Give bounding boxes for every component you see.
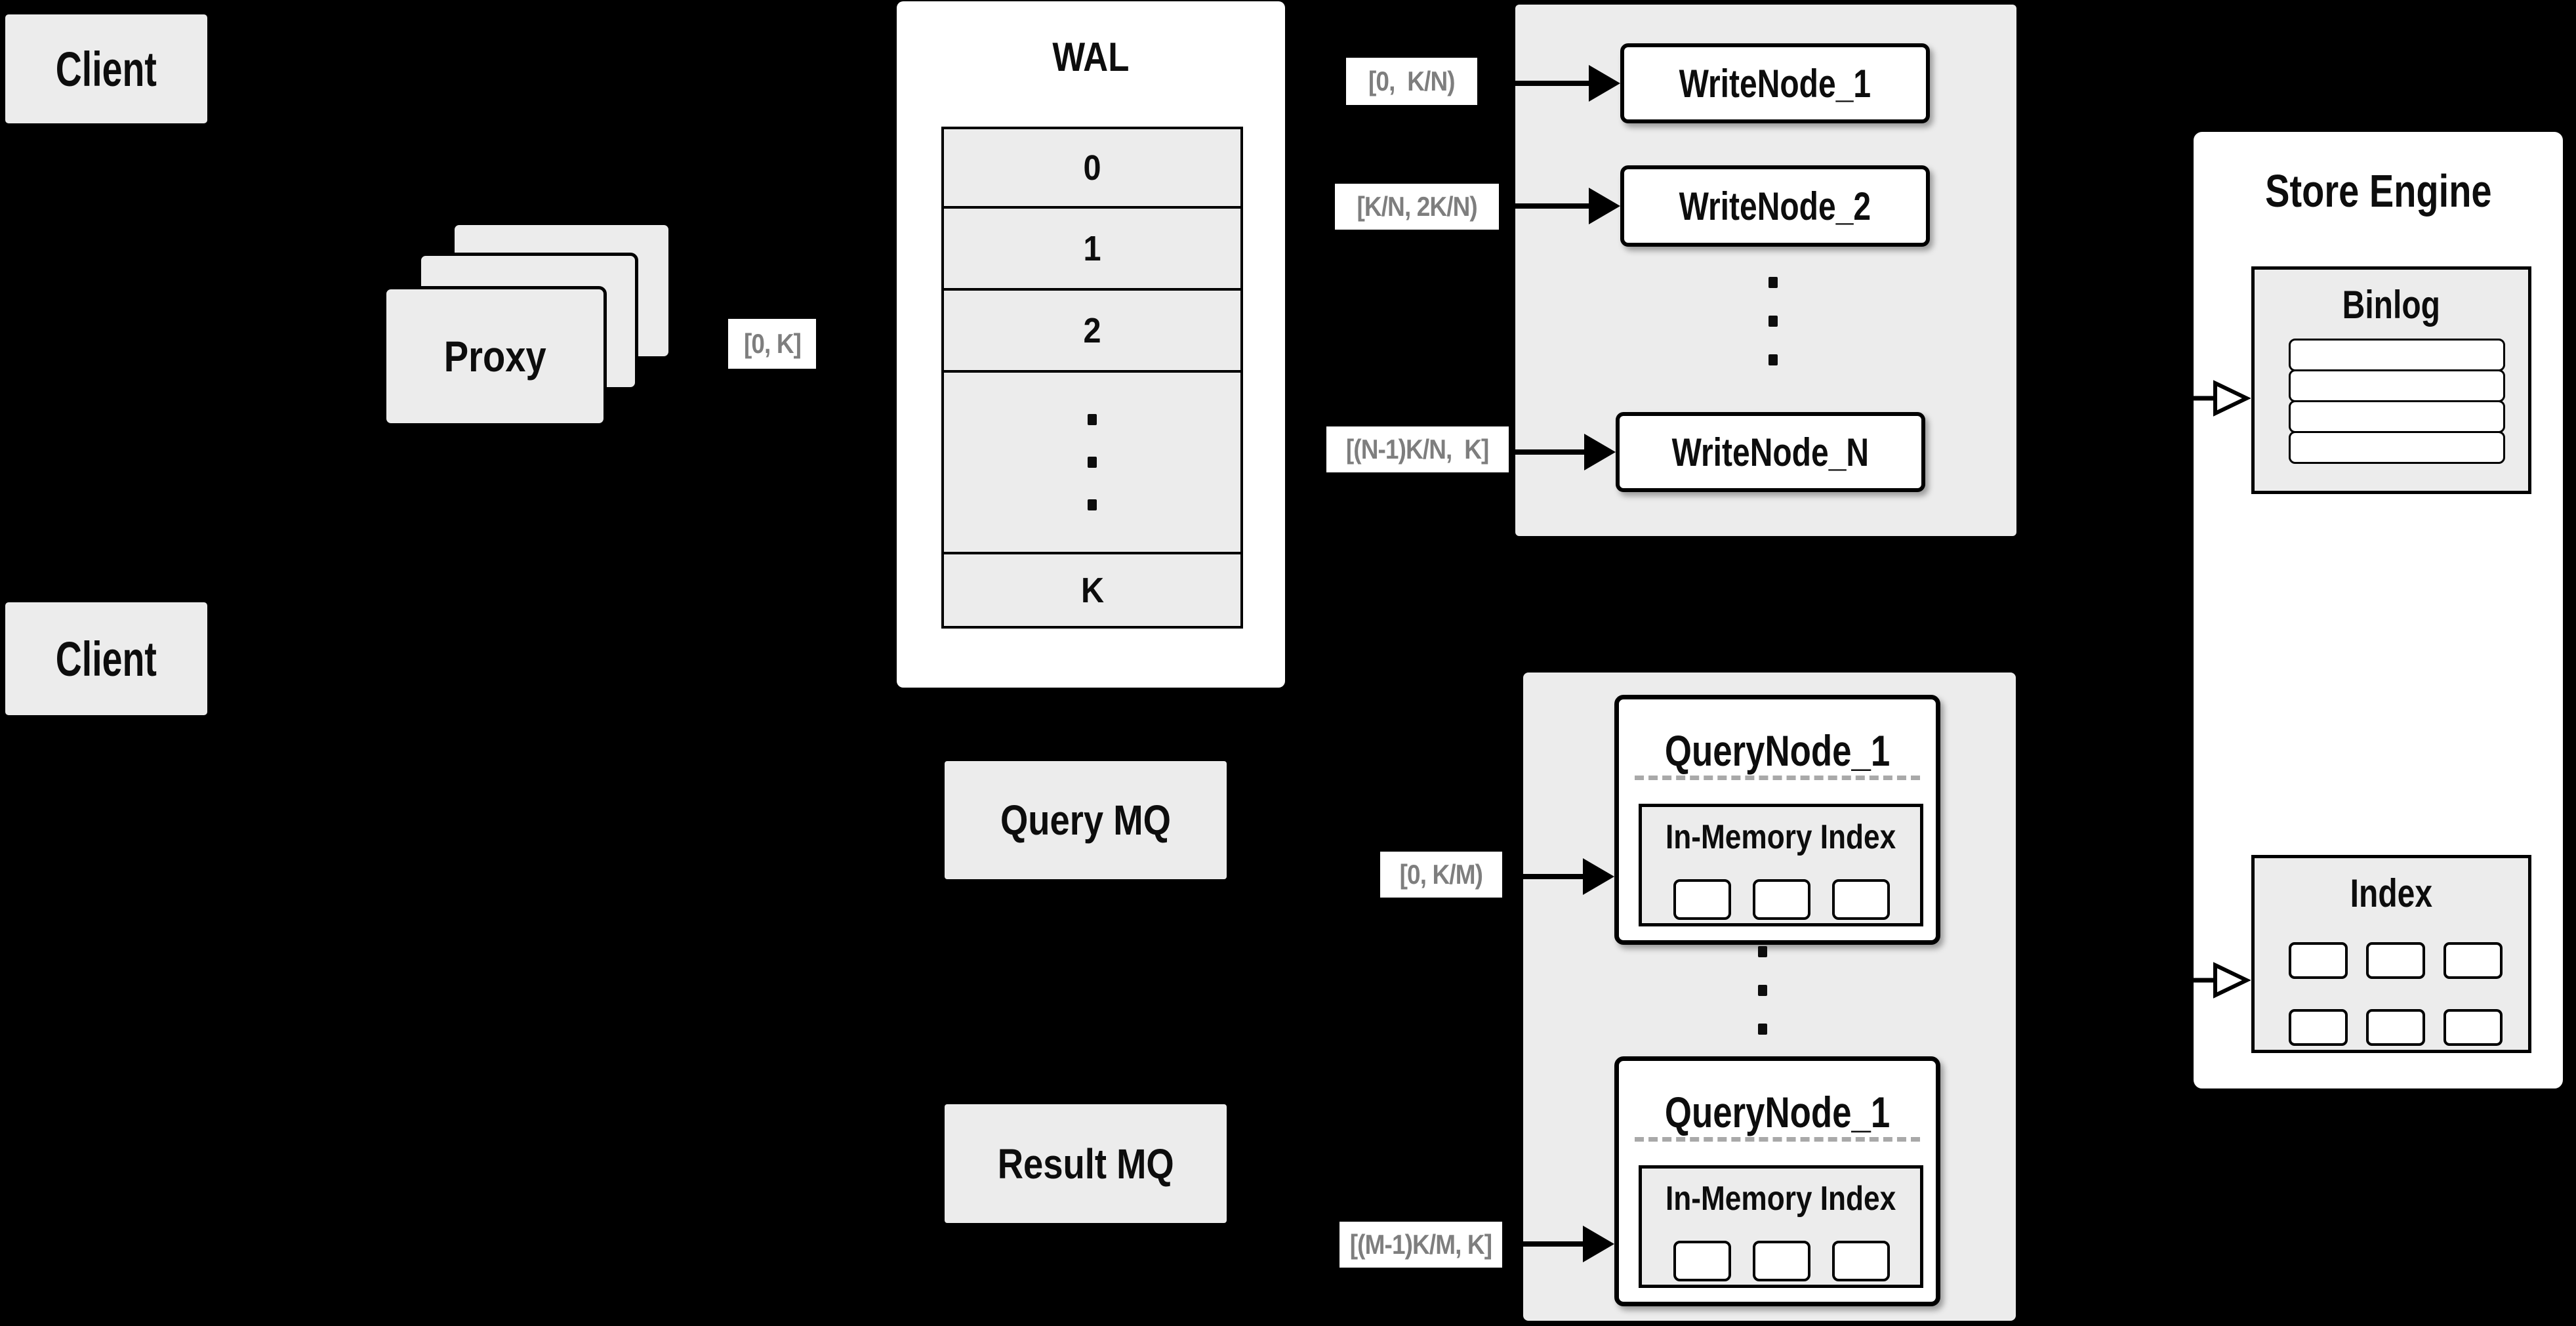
write-node-2: WriteNode_2 bbox=[1620, 165, 1930, 247]
index-title: Index bbox=[2350, 871, 2433, 915]
dashed-divider bbox=[1635, 776, 1920, 780]
in-memory-index-box: In-Memory Index bbox=[1639, 804, 1923, 926]
index-cell bbox=[2443, 1009, 2503, 1046]
range-chip-write-2-label: [K/N, 2K/N) bbox=[1357, 191, 1477, 222]
client-box-bottom: Client bbox=[5, 602, 207, 715]
range-chip-proxy-label: [0, K] bbox=[743, 328, 801, 359]
segment-cells bbox=[1673, 879, 1890, 920]
store-engine-title: Store Engine bbox=[2264, 165, 2492, 217]
binlog-box: Binlog bbox=[2251, 266, 2531, 494]
segment-cell bbox=[1673, 1241, 1731, 1281]
proxy-card-front: Proxy bbox=[383, 286, 607, 426]
client-box-top: Client bbox=[5, 14, 207, 123]
index-cell-row bbox=[2289, 1009, 2503, 1046]
arrow-right-icon-query-1 bbox=[1502, 858, 1614, 895]
wal-slot-0-label: 0 bbox=[1083, 148, 1101, 188]
segment-cell bbox=[1753, 879, 1810, 920]
result-mq-box: Result MQ bbox=[945, 1104, 1227, 1223]
query-mq-box: Query MQ bbox=[945, 761, 1227, 879]
range-chip-write-n-label: [(N-1)K/N, K] bbox=[1346, 434, 1490, 465]
segment-cell bbox=[1673, 879, 1731, 920]
wal-slot-row-0: 0 bbox=[941, 127, 1243, 209]
index-title-row: Index bbox=[2255, 863, 2528, 922]
in-memory-index-title: In-Memory Index bbox=[1666, 1180, 1896, 1218]
segment-cells bbox=[1673, 1241, 1890, 1281]
write-node-1-label: WriteNode_1 bbox=[1679, 61, 1871, 106]
query-mq-label: Query MQ bbox=[1000, 797, 1171, 844]
range-chip-proxy: [0, K] bbox=[728, 319, 816, 369]
query-node-2: QueryNode_1 In-Memory Index bbox=[1614, 1056, 1940, 1306]
range-chip-write-1: [0, K/N) bbox=[1346, 58, 1477, 105]
range-chip-query-m-label: [(M-1)K/M, K] bbox=[1349, 1229, 1492, 1260]
segment-cell bbox=[1832, 1241, 1890, 1281]
arrow-right-icon-write-n bbox=[1509, 434, 1616, 470]
store-engine-panel: Store Engine Binlog Index bbox=[2190, 129, 2566, 1092]
query-node-2-title: QueryNode_1 bbox=[1664, 1088, 1891, 1136]
proxy-label: Proxy bbox=[443, 332, 546, 381]
client-top-label: Client bbox=[55, 41, 157, 96]
wal-ellipsis-row bbox=[941, 373, 1243, 554]
index-cell bbox=[2366, 942, 2425, 979]
wal-slot-1-label: 1 bbox=[1083, 228, 1101, 268]
arrow-right-icon-write-2 bbox=[1499, 188, 1620, 224]
vertical-ellipsis-icon bbox=[1768, 277, 1778, 365]
range-chip-query-1-label: [0, K/M) bbox=[1399, 859, 1483, 890]
index-cell bbox=[2443, 942, 2503, 979]
wal-panel: WAL 0 1 2 K bbox=[897, 1, 1285, 688]
in-memory-index-title: In-Memory Index bbox=[1666, 818, 1896, 856]
segment-cell bbox=[1832, 879, 1890, 920]
wal-table: 0 1 2 K bbox=[941, 127, 1243, 629]
vertical-ellipsis-icon bbox=[1758, 946, 1767, 1035]
index-cell bbox=[2289, 1009, 2348, 1046]
dashed-divider bbox=[1635, 1137, 1920, 1142]
range-chip-write-2: [K/N, 2K/N) bbox=[1335, 184, 1499, 230]
wal-slot-k-label: K bbox=[1080, 570, 1104, 610]
wal-title-row: WAL bbox=[897, 21, 1285, 93]
binlog-segment-row bbox=[2289, 369, 2505, 402]
binlog-title: Binlog bbox=[2342, 282, 2441, 327]
binlog-segment-row bbox=[2289, 431, 2505, 464]
arrow-right-icon-write-1 bbox=[1477, 65, 1620, 102]
client-bottom-label: Client bbox=[55, 631, 157, 686]
wal-title: WAL bbox=[1052, 34, 1130, 80]
range-chip-write-1-label: [0, K/N) bbox=[1368, 66, 1456, 96]
query-node-2-title-row: QueryNode_1 bbox=[1619, 1075, 1936, 1149]
binlog-title-row: Binlog bbox=[2255, 275, 2528, 334]
write-node-2-label: WriteNode_2 bbox=[1679, 184, 1871, 228]
open-arrow-icon-binlog bbox=[2190, 380, 2251, 417]
range-chip-query-1: [0, K/M) bbox=[1380, 852, 1502, 898]
in-memory-index-title-row: In-Memory Index bbox=[1642, 811, 1920, 863]
wal-slot-row-1: 1 bbox=[941, 209, 1243, 291]
open-arrow-icon-index bbox=[2190, 962, 2251, 999]
segment-cell bbox=[1753, 1241, 1810, 1281]
arrow-right-icon-query-m bbox=[1502, 1226, 1614, 1262]
wal-slot-row-k: K bbox=[941, 554, 1243, 629]
write-node-n-label: WriteNode_N bbox=[1671, 430, 1870, 474]
query-node-1-title-row: QueryNode_1 bbox=[1619, 714, 1936, 787]
write-node-1: WriteNode_1 bbox=[1620, 43, 1930, 123]
query-node-1-title: QueryNode_1 bbox=[1664, 726, 1891, 775]
index-box: Index bbox=[2251, 855, 2531, 1053]
binlog-segments bbox=[2289, 339, 2505, 464]
wal-slot-2-label: 2 bbox=[1083, 310, 1101, 350]
binlog-segment-row bbox=[2289, 339, 2505, 371]
store-engine-title-row: Store Engine bbox=[2194, 152, 2563, 230]
vertical-ellipsis-icon bbox=[1088, 414, 1097, 510]
range-chip-query-m: [(M-1)K/M, K] bbox=[1339, 1222, 1502, 1268]
in-memory-index-box: In-Memory Index bbox=[1639, 1165, 1923, 1288]
range-chip-write-n: [(N-1)K/N, K] bbox=[1326, 426, 1509, 472]
query-node-1: QueryNode_1 In-Memory Index bbox=[1614, 695, 1940, 945]
index-cell bbox=[2289, 942, 2348, 979]
write-node-n: WriteNode_N bbox=[1616, 412, 1925, 492]
index-cell bbox=[2366, 1009, 2425, 1046]
wal-slot-row-2: 2 bbox=[941, 291, 1243, 373]
binlog-segment-row bbox=[2289, 400, 2505, 433]
index-cell-row bbox=[2289, 942, 2503, 979]
result-mq-label: Result MQ bbox=[997, 1140, 1174, 1188]
in-memory-index-title-row: In-Memory Index bbox=[1642, 1172, 1920, 1225]
